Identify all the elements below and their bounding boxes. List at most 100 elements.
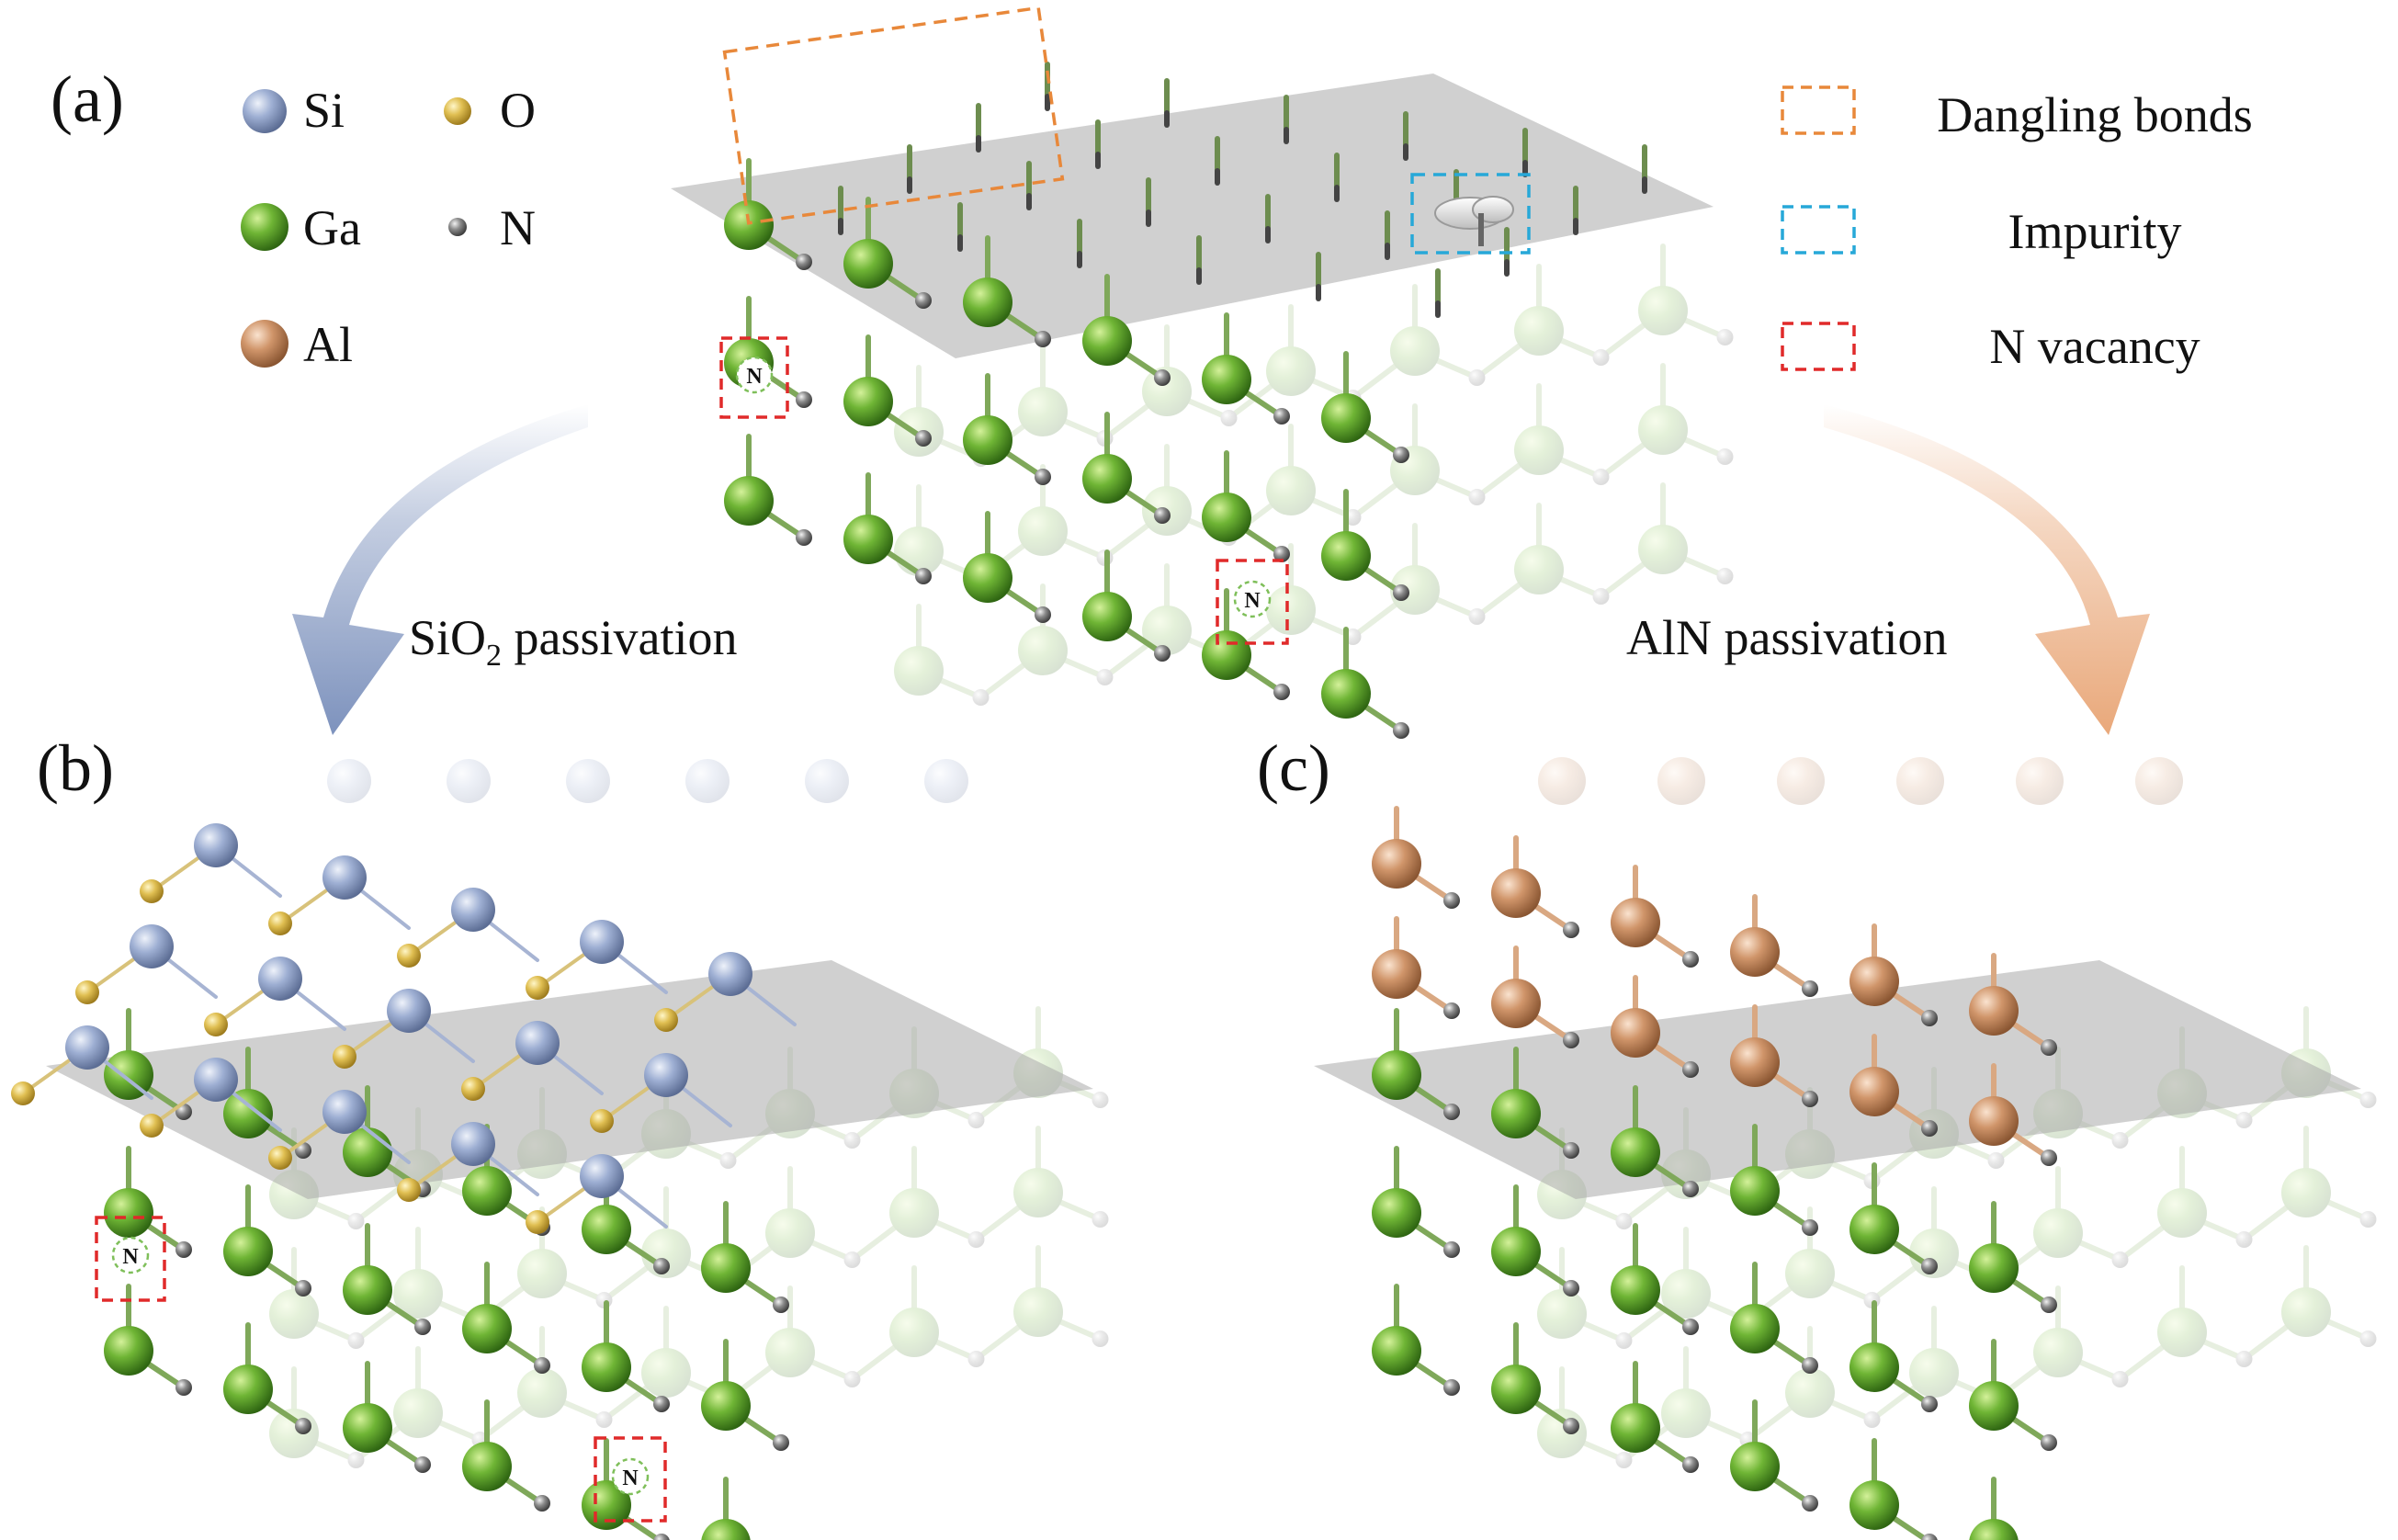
- ga-atom: [393, 1269, 443, 1319]
- ga-atom: [843, 239, 893, 289]
- si-atom: [130, 924, 174, 968]
- legend-vacancy-label: N vacancy: [1989, 319, 2200, 374]
- al-atom: [1611, 1008, 1660, 1058]
- n-atom: [1443, 1104, 1460, 1120]
- al-atom: [1372, 949, 1421, 999]
- n-atom: [1154, 369, 1171, 386]
- al-atom: [1969, 1096, 2019, 1146]
- structure-sio2-passivated: N N: [11, 759, 1109, 1540]
- ga-atom: [1491, 1227, 1541, 1276]
- o-atom: [75, 980, 99, 1004]
- ga-atom: [1969, 1243, 2019, 1293]
- ga-atom: [582, 1342, 631, 1392]
- ga-atom: [1266, 585, 1316, 635]
- ga-atom: [701, 1381, 751, 1431]
- ga-atom: [269, 1289, 319, 1339]
- al-atom: [1657, 757, 1705, 805]
- n-atom: [653, 1534, 670, 1540]
- si-atom: [708, 952, 752, 996]
- n-atom: [1592, 349, 1610, 366]
- ga-atom: [223, 1089, 273, 1138]
- o-atom: [397, 944, 421, 968]
- n-atom: [295, 1280, 311, 1297]
- ga-atom: [1321, 531, 1371, 581]
- ga-atom: [104, 1326, 153, 1376]
- o-atom: [140, 1114, 164, 1138]
- ga-atom: [343, 1127, 392, 1177]
- arrow-sio2: [292, 404, 588, 735]
- ga-atom: [765, 1208, 815, 1258]
- n-atom: [1563, 1280, 1579, 1297]
- n-atom: [1592, 588, 1610, 605]
- ga-atom: [2281, 1168, 2331, 1217]
- ga-atom: [393, 1388, 443, 1438]
- si-atom: [805, 759, 849, 803]
- n-atom: [915, 568, 932, 584]
- n-atom: [1682, 1456, 1699, 1473]
- legend-o-swatch: [444, 97, 471, 125]
- n-atom: [2111, 1132, 2129, 1149]
- ga-atom: [1013, 1168, 1063, 1217]
- ga-atom: [1082, 454, 1132, 504]
- ga-atom: [1266, 346, 1316, 396]
- o-atom: [140, 879, 164, 903]
- ga-atom: [1390, 326, 1440, 376]
- ga-atom: [1969, 1519, 2019, 1540]
- legend-o-label: O: [500, 83, 536, 138]
- n-atom: [796, 529, 812, 546]
- o-atom: [526, 976, 549, 1000]
- legend-dangling-label: Dangling bonds: [1937, 87, 2253, 142]
- si-atom: [194, 1058, 238, 1102]
- structure-pristine-gan: N N: [671, 6, 1734, 739]
- n-atom: [1563, 1418, 1579, 1434]
- ga-atom: [517, 1368, 567, 1418]
- legend-n: N: [448, 200, 536, 255]
- ga-atom: [724, 476, 774, 526]
- o-atom: [526, 1210, 549, 1234]
- si-atom: [447, 759, 491, 803]
- n-atom: [1615, 1452, 1633, 1468]
- vacancy-box-b1: N: [95, 1216, 166, 1302]
- n-atom: [972, 689, 990, 706]
- n-atom: [843, 1132, 861, 1149]
- si-atom: [451, 1122, 495, 1166]
- ga-atom: [1537, 1409, 1587, 1458]
- si-atom: [327, 759, 371, 803]
- al-atom: [1491, 868, 1541, 918]
- n-atom: [2041, 1297, 2057, 1313]
- si-atom: [580, 1154, 624, 1198]
- ga-atom: [2033, 1328, 2083, 1377]
- n-atom: [2041, 1149, 2057, 1166]
- n-atom: [1716, 568, 1734, 584]
- si-atom: [515, 1021, 560, 1065]
- n-atom: [1921, 1396, 1938, 1412]
- dangling-bonds-box: [722, 6, 1065, 225]
- n-atom: [1802, 1091, 1818, 1107]
- ga-atom: [1611, 1403, 1660, 1453]
- n-atom: [1443, 1002, 1460, 1019]
- n-atom: [2235, 1231, 2253, 1248]
- n-atom: [1921, 1534, 1938, 1540]
- n-atom: [2111, 1371, 2129, 1387]
- si-atom: [322, 855, 367, 900]
- n-atom: [1802, 980, 1818, 997]
- n-atom: [967, 1112, 985, 1128]
- sio2-passivation-label: SiO2 passivation: [409, 610, 738, 673]
- ga-atom: [1142, 606, 1192, 655]
- ga-atom: [1390, 565, 1440, 615]
- n-atom: [1682, 1319, 1699, 1335]
- ga-atom: [462, 1442, 512, 1491]
- ga-atom: [1730, 1166, 1780, 1216]
- n-atom: [347, 1213, 365, 1229]
- ga-atom: [1321, 669, 1371, 719]
- n-atom: [1273, 408, 1290, 425]
- n-atom: [1273, 546, 1290, 562]
- element-legend: Si O Ga N Al: [241, 83, 536, 372]
- n-atom: [1921, 1010, 1938, 1026]
- ga-atom: [223, 1364, 273, 1414]
- legend-n-swatch: [448, 218, 467, 236]
- legend-ga: Ga: [241, 200, 361, 255]
- legend-ga-swatch: [241, 203, 288, 251]
- o-atom: [204, 1013, 228, 1036]
